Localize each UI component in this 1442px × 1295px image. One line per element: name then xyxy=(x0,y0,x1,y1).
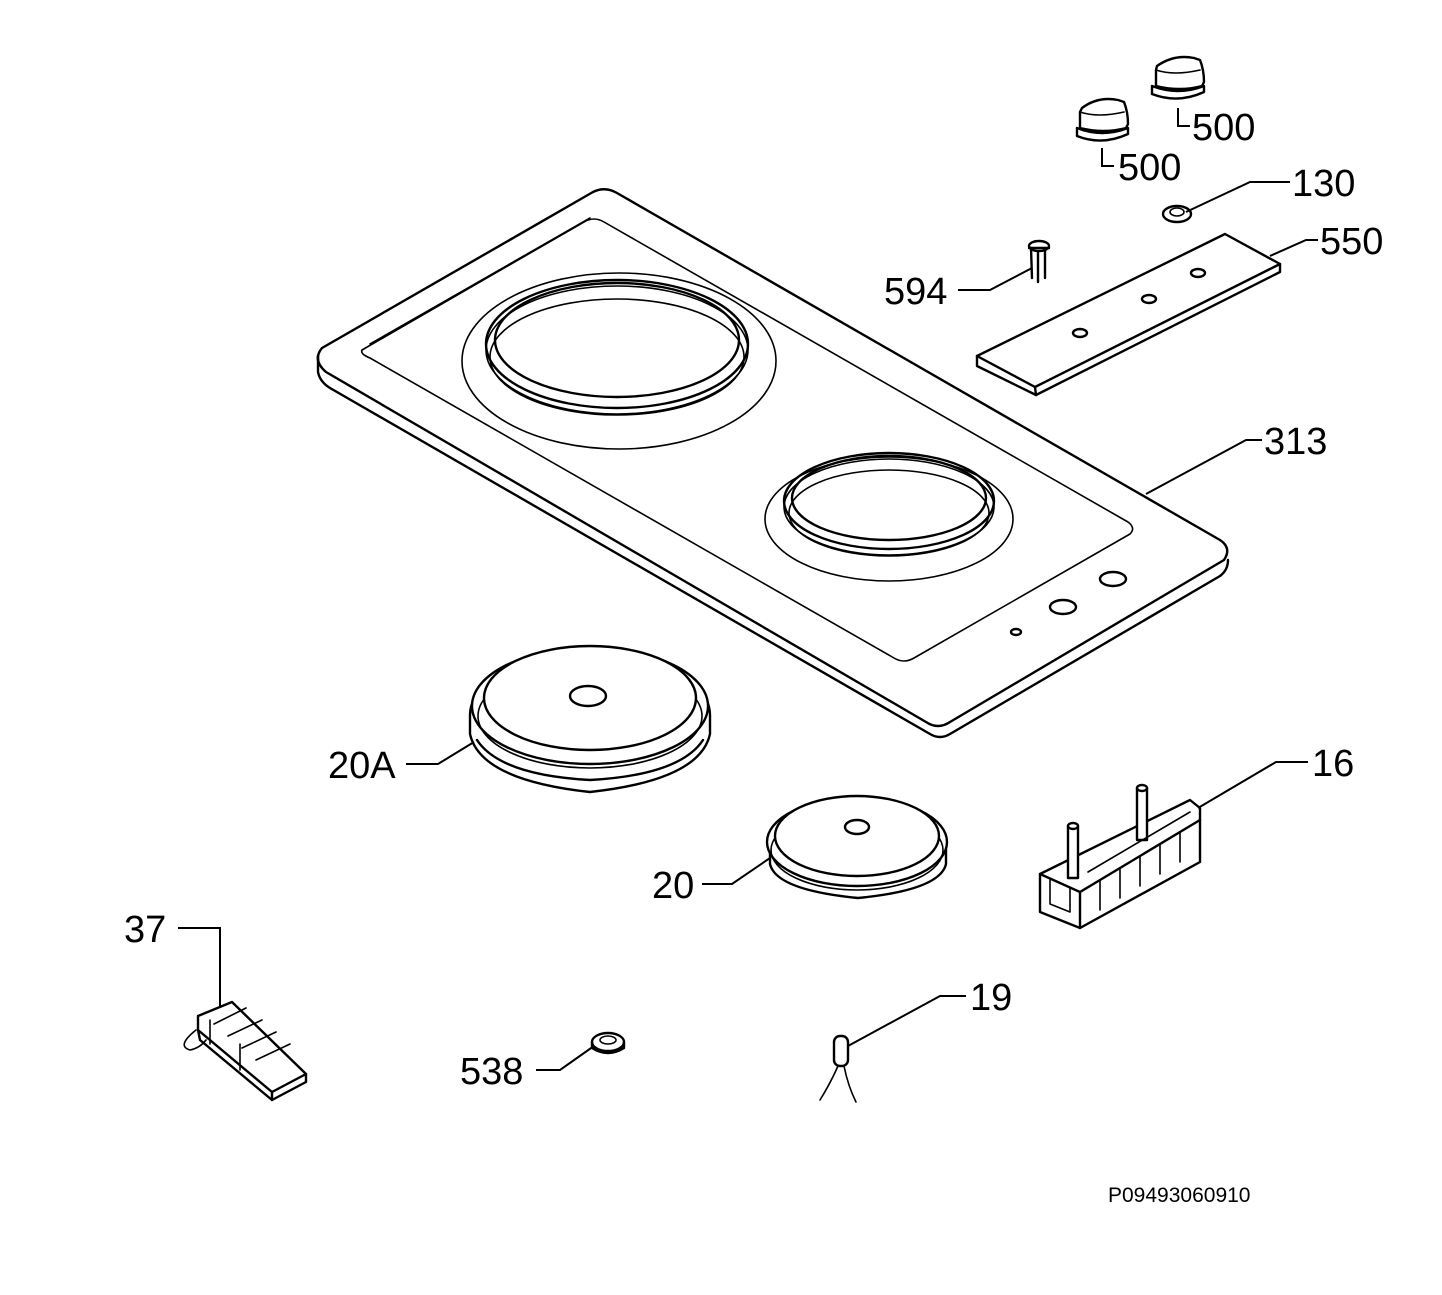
part-label-plate-20: 20 xyxy=(652,865,694,907)
part-label-nut-538: 538 xyxy=(460,1051,523,1093)
part-label-switch-16: 16 xyxy=(1312,743,1354,785)
panel-550-drawing xyxy=(975,232,1282,397)
document-code: P09493060910 xyxy=(1108,1184,1250,1207)
nut-538-drawing xyxy=(590,1031,626,1055)
part-label-plate-20A: 20A xyxy=(328,745,396,787)
plate-20A-drawing xyxy=(468,644,712,794)
terminal-37-drawing xyxy=(183,1000,308,1102)
part-label-knob-2: 500 xyxy=(1192,107,1255,149)
part-label-knob-1: 500 xyxy=(1118,147,1181,189)
leader-lines xyxy=(178,108,1318,1071)
part-label-nut-130: 130 xyxy=(1292,163,1355,205)
part-label-stud-594: 594 xyxy=(884,271,947,313)
stud-594-drawing xyxy=(1027,239,1051,284)
knob-2-drawing xyxy=(1150,55,1206,100)
switch-16-drawing xyxy=(1038,783,1202,930)
nut-130-drawing xyxy=(1161,204,1193,224)
part-label-hob-313: 313 xyxy=(1264,421,1327,463)
hob-313-drawing xyxy=(316,188,1230,739)
part-label-terminal-37: 37 xyxy=(124,909,166,951)
part-label-lamp-19: 19 xyxy=(970,977,1012,1019)
lamp-19-drawing xyxy=(819,1034,857,1103)
plate-20-drawing xyxy=(765,794,949,900)
part-label-panel-550: 550 xyxy=(1320,221,1383,263)
knob-1-drawing xyxy=(1075,97,1130,142)
